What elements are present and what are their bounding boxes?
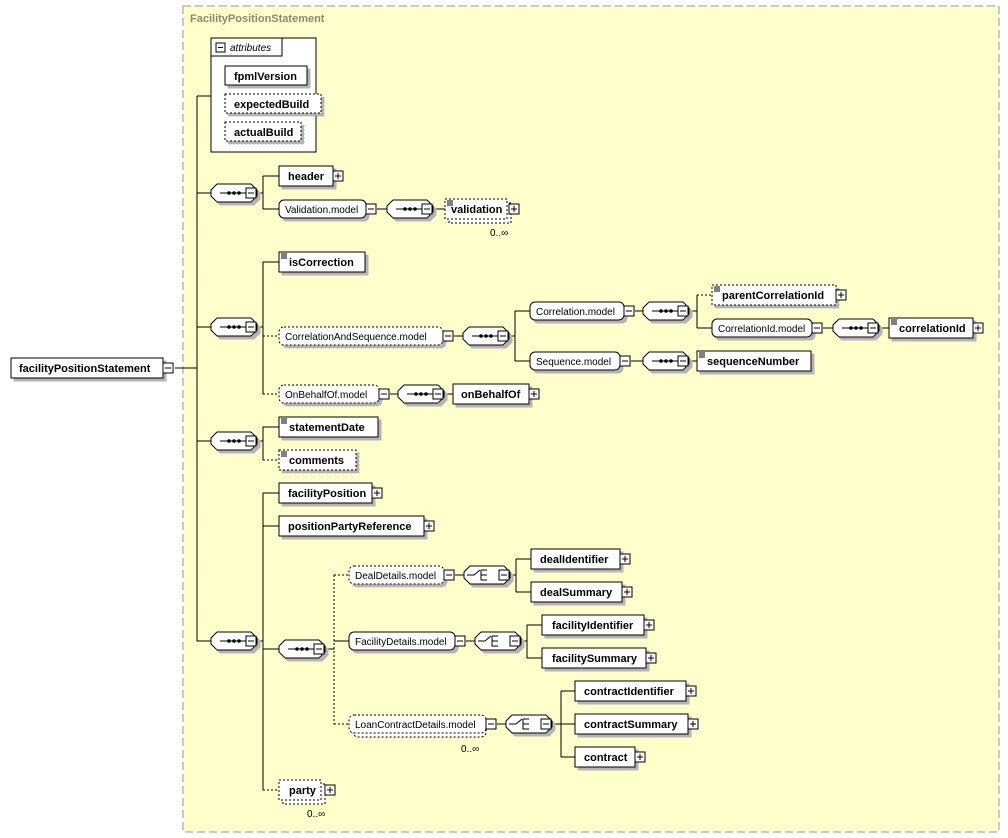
sequence-compositor-3[interactable] xyxy=(210,431,258,451)
occurs-loancontractdetails: 0..∞ xyxy=(461,744,479,755)
root-element[interactable]: facilityPositionStatement xyxy=(10,357,174,379)
occurs-validation: 0..∞ xyxy=(490,228,508,239)
svg-text:contractSummary: contractSummary xyxy=(584,719,678,731)
svg-text:facilityPosition: facilityPosition xyxy=(288,488,367,500)
group-correlationid-model[interactable]: CorrelationId.model xyxy=(711,318,823,338)
element-contractidentifier[interactable]: contractIdentifier xyxy=(574,680,697,702)
sequence-compositor-correlation-and-sequence[interactable] xyxy=(462,326,510,346)
choice-compositor-facilitydetails[interactable] xyxy=(474,631,522,651)
svg-text:OnBehalfOf.model: OnBehalfOf.model xyxy=(285,390,367,401)
svg-text:party: party xyxy=(289,785,317,797)
svg-text:contract: contract xyxy=(584,752,628,764)
element-statementdate[interactable]: statementDate xyxy=(278,416,379,438)
svg-text:DealDetails.model: DealDetails.model xyxy=(355,571,436,582)
element-correlationid[interactable]: correlationId xyxy=(888,317,984,339)
group-dealdetails-model[interactable]: DealDetails.model xyxy=(348,565,455,585)
sequence-compositor-details[interactable] xyxy=(278,639,326,659)
element-onbehalfof[interactable]: onBehalfOf xyxy=(452,383,540,405)
svg-text:facilityPositionStatement: facilityPositionStatement xyxy=(19,363,151,375)
attribute-expectedbuild[interactable]: expectedBuild xyxy=(224,93,322,114)
choice-compositor-dealdetails[interactable] xyxy=(463,565,511,585)
svg-text:facilityIdentifier: facilityIdentifier xyxy=(552,620,634,632)
group-loancontractdetails-model[interactable]: LoanContractDetails.model xyxy=(348,714,497,738)
group-correlation-model[interactable]: Correlation.model xyxy=(529,301,635,321)
svg-text:CorrelationAndSequence.model: CorrelationAndSequence.model xyxy=(285,332,427,343)
svg-text:parentCorrelationId: parentCorrelationId xyxy=(722,290,824,302)
svg-text:FacilityDetails.model: FacilityDetails.model xyxy=(355,637,447,648)
sequence-compositor-2[interactable] xyxy=(210,317,258,337)
element-validation[interactable]: validation xyxy=(444,198,520,224)
attribute-fpmlversion[interactable]: fpmlVersion xyxy=(224,65,308,86)
sequence-compositor-validation[interactable] xyxy=(386,199,434,219)
element-comments[interactable]: comments xyxy=(278,449,357,471)
element-parentcorrelationid[interactable]: parentCorrelationId xyxy=(711,284,847,306)
svg-text:CorrelationId.model: CorrelationId.model xyxy=(718,324,805,335)
element-dealsummary[interactable]: dealSummary xyxy=(530,581,633,603)
svg-text:isCorrection: isCorrection xyxy=(289,257,354,269)
type-box-title: FacilityPositionStatement xyxy=(190,13,325,25)
svg-text:comments: comments xyxy=(289,455,344,467)
svg-text:validation: validation xyxy=(451,204,503,216)
svg-text:onBehalfOf: onBehalfOf xyxy=(461,389,521,401)
element-dealidentifier[interactable]: dealIdentifier xyxy=(530,548,631,570)
element-contractsummary[interactable]: contractSummary xyxy=(574,713,699,735)
svg-text:dealSummary: dealSummary xyxy=(540,587,613,599)
svg-text:facilitySummary: facilitySummary xyxy=(552,653,638,665)
svg-text:Validation.model: Validation.model xyxy=(285,205,358,216)
group-onbehalfof-model[interactable]: OnBehalfOf.model xyxy=(278,384,390,404)
choice-compositor-loancontractdetails[interactable] xyxy=(505,714,553,734)
attribute-actualbuild[interactable]: actualBuild xyxy=(224,121,302,142)
sequence-compositor-sequence[interactable] xyxy=(642,351,690,371)
element-facilitysummary[interactable]: facilitySummary xyxy=(541,647,657,669)
sequence-compositor-correlationid[interactable] xyxy=(832,318,880,338)
sequence-compositor-1[interactable] xyxy=(210,183,258,203)
svg-text:sequenceNumber: sequenceNumber xyxy=(707,356,800,368)
svg-text:positionPartyReference: positionPartyReference xyxy=(288,521,411,533)
sequence-compositor-onbehalfof[interactable] xyxy=(397,384,445,404)
element-contract[interactable]: contract xyxy=(574,746,646,768)
element-facilityidentifier[interactable]: facilityIdentifier xyxy=(541,614,655,636)
svg-text:contractIdentifier: contractIdentifier xyxy=(584,686,675,698)
svg-text:correlationId: correlationId xyxy=(899,323,966,335)
svg-text:LoanContractDetails.model: LoanContractDetails.model xyxy=(355,720,476,731)
svg-text:dealIdentifier: dealIdentifier xyxy=(540,554,609,566)
occurs-party: 0..∞ xyxy=(307,809,325,820)
svg-text:actualBuild: actualBuild xyxy=(234,127,293,139)
element-positionpartyreference[interactable]: positionPartyReference xyxy=(278,515,435,537)
svg-text:Sequence.model: Sequence.model xyxy=(536,357,611,368)
element-sequencenumber[interactable]: sequenceNumber xyxy=(696,350,812,372)
svg-text:fpmlVersion: fpmlVersion xyxy=(234,71,297,83)
attributes-tab[interactable]: attributes xyxy=(210,37,283,57)
svg-text:Correlation.model: Correlation.model xyxy=(536,307,615,318)
element-iscorrection[interactable]: isCorrection xyxy=(278,251,366,273)
attributes-label: attributes xyxy=(230,43,271,54)
group-correlation-and-sequence-model[interactable]: CorrelationAndSequence.model xyxy=(278,326,454,346)
group-facilitydetails-model[interactable]: FacilityDetails.model xyxy=(348,631,466,651)
element-facilityposition[interactable]: facilityPosition xyxy=(278,482,383,504)
connectors xyxy=(175,95,889,791)
element-party[interactable]: party xyxy=(278,779,336,805)
svg-text:header: header xyxy=(288,171,325,183)
sequence-compositor-correlation[interactable] xyxy=(642,301,690,321)
sequence-compositor-4[interactable] xyxy=(210,631,258,651)
group-validation-model[interactable]: Validation.model xyxy=(278,199,377,219)
svg-text:expectedBuild: expectedBuild xyxy=(234,99,309,111)
group-sequence-model[interactable]: Sequence.model xyxy=(529,351,631,371)
element-header[interactable]: header xyxy=(278,165,344,187)
svg-text:statementDate: statementDate xyxy=(289,422,365,434)
